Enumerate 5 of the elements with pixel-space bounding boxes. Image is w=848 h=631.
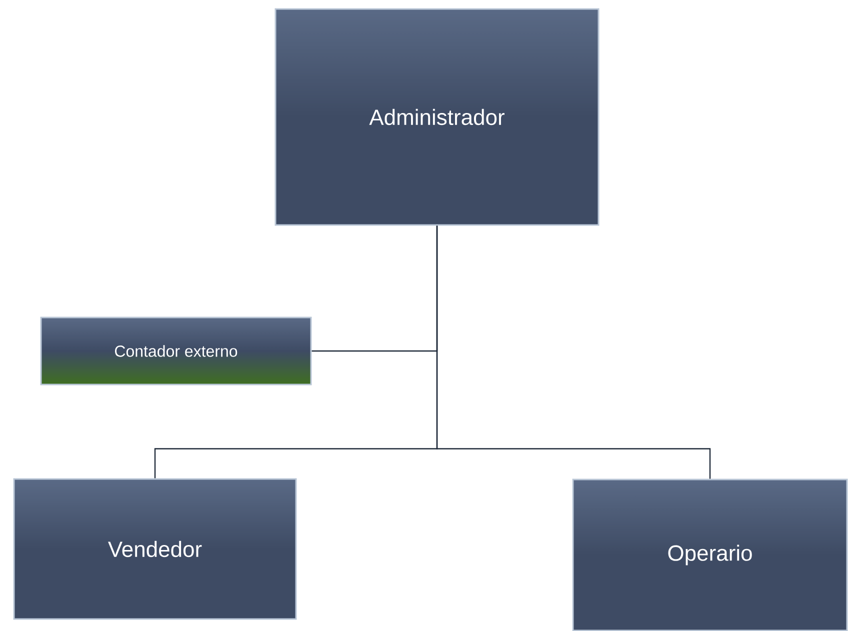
connector-line xyxy=(436,226,711,479)
org-box: Administrador xyxy=(274,8,600,226)
org-box: Contador externo xyxy=(40,316,312,386)
org-box: Operario xyxy=(572,478,848,631)
org-box: Vendedor xyxy=(13,478,297,620)
